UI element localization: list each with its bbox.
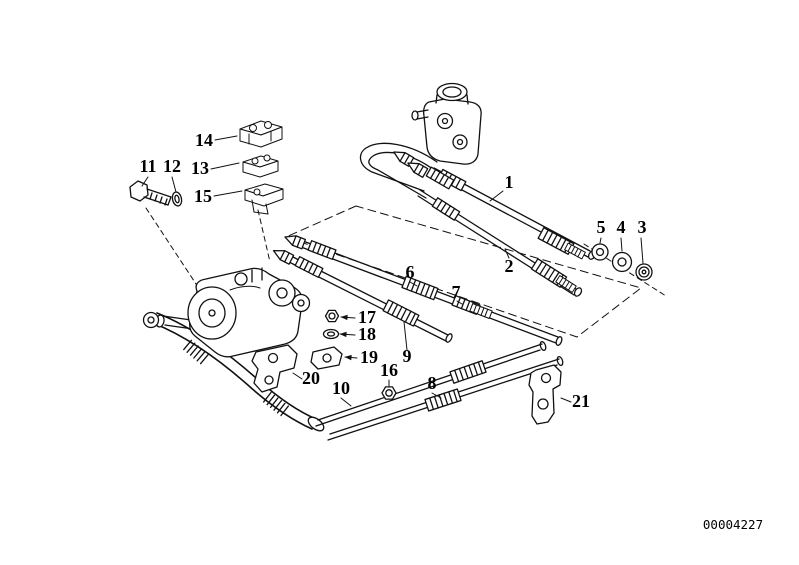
part-label-19: 19 [360, 347, 378, 367]
hose-8-drawing [152, 312, 564, 441]
part-label-4: 4 [617, 217, 626, 237]
part-label-14: 14 [195, 130, 213, 150]
pipe-2-drawing [359, 142, 583, 297]
part-label-17: 17 [358, 307, 376, 327]
part-label-21: 21 [572, 391, 590, 411]
part-label-5: 5 [597, 217, 606, 237]
part-label-10: 10 [332, 378, 350, 398]
catalog-number: 00004227 [703, 517, 763, 532]
part-label-9: 9 [403, 346, 412, 366]
part-label-15: 15 [194, 186, 212, 206]
clamps-13-14-15-drawing [239, 120, 284, 215]
pipe-6-drawing [282, 231, 563, 346]
part-label-16: 16 [380, 360, 398, 380]
part-label-2: 2 [505, 256, 514, 276]
part-label-20: 20 [302, 368, 320, 388]
bracket-21-drawing [528, 364, 562, 425]
part-label-11: 11 [139, 156, 156, 176]
part-label-12: 12 [163, 156, 181, 176]
bracket-20-drawing [251, 344, 298, 393]
part-label-7: 7 [452, 282, 461, 302]
bolt-11-washer-12-drawing [129, 180, 183, 207]
valve-block-drawing [390, 82, 482, 190]
hardware-16-17-18-19-drawing [310, 309, 397, 400]
part-label-13: 13 [191, 158, 209, 178]
part-label-3: 3 [638, 217, 647, 237]
pipe-9-drawing [270, 245, 453, 343]
part-label-1: 1 [505, 172, 514, 192]
part-label-18: 18 [358, 324, 376, 344]
part-label-6: 6 [406, 262, 415, 282]
leader-lines [141, 135, 644, 407]
pump-assembly-drawing [142, 267, 311, 358]
part-labels: 1 2 3 4 5 6 7 8 9 10 11 12 13 14 15 16 1… [139, 130, 646, 411]
washers-3-4-5-drawing [591, 243, 653, 281]
part-label-8: 8 [428, 373, 437, 393]
